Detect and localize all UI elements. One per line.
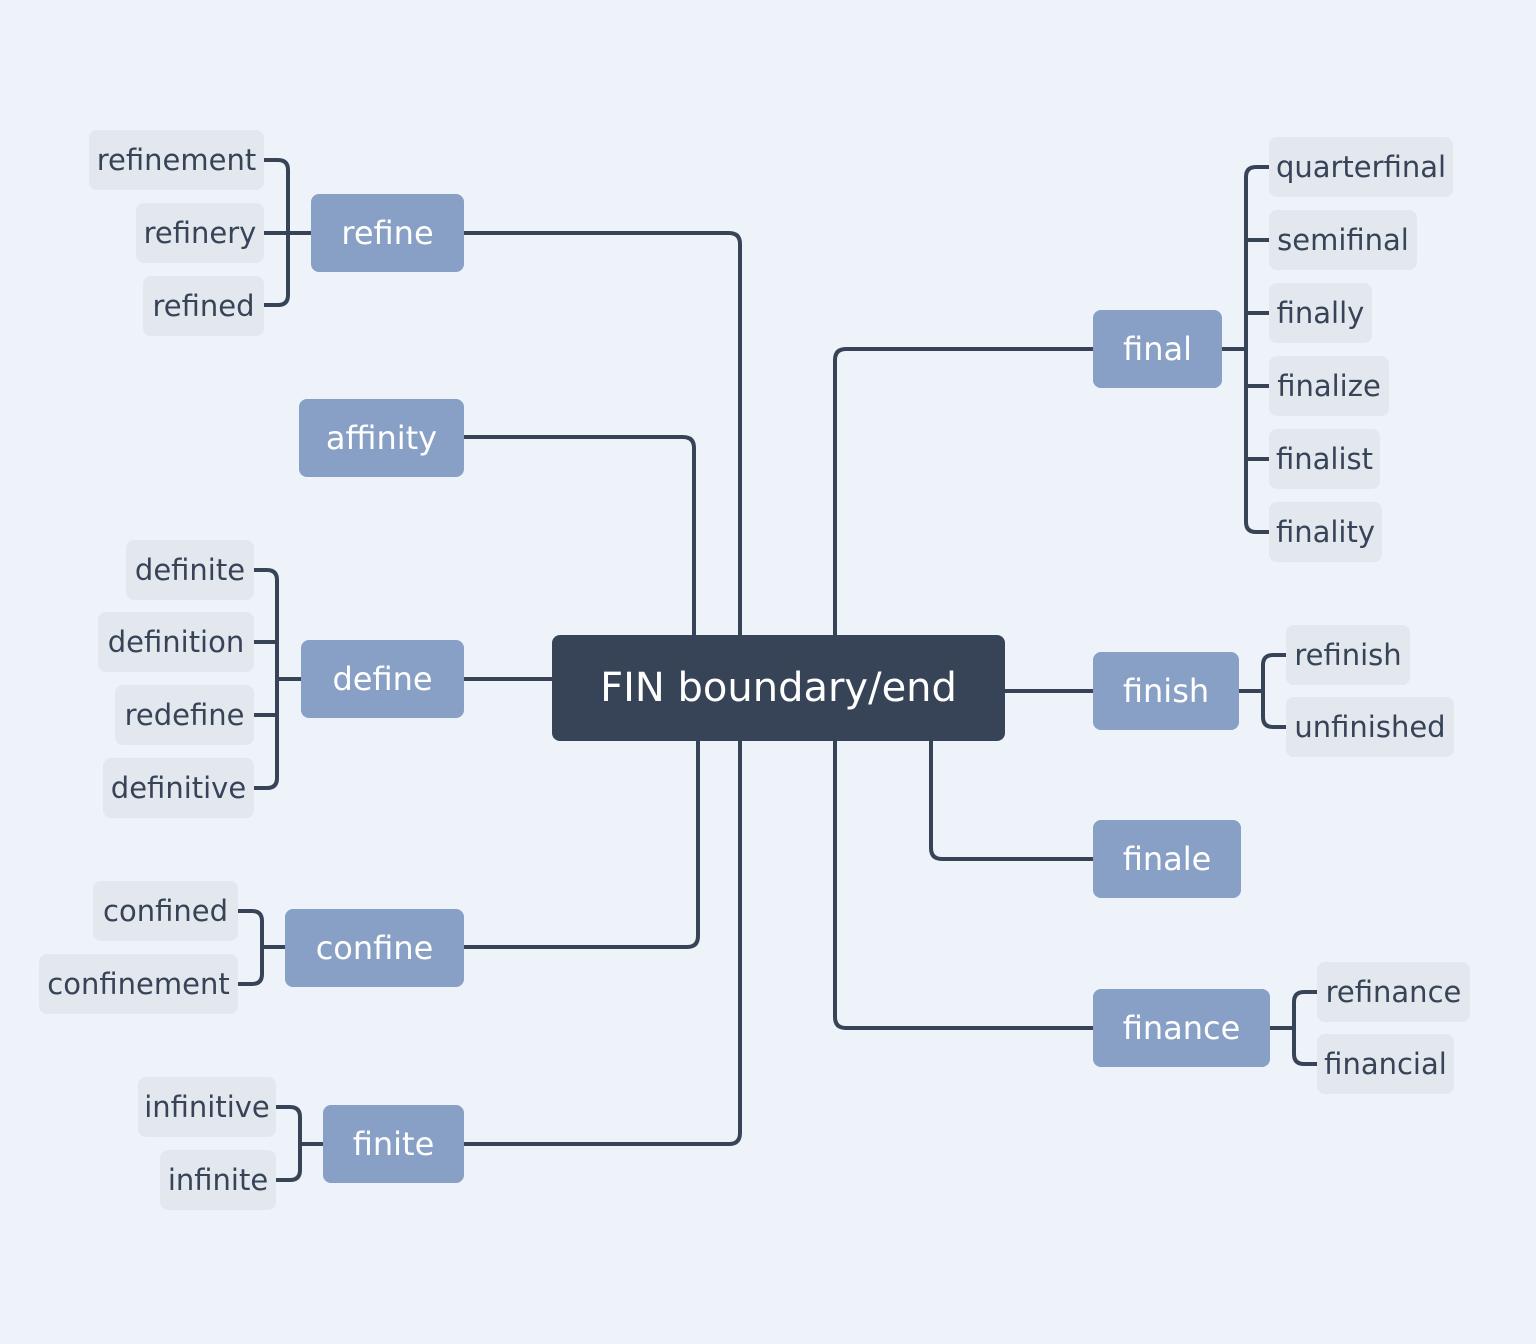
leaf-redefine[interactable]: redefine: [115, 685, 254, 745]
connector-final-leaves: [1220, 165, 1271, 534]
branch-confine[interactable]: confine: [285, 909, 464, 987]
leaf-finally[interactable]: finally: [1269, 283, 1372, 343]
leaf-refinery[interactable]: refinery: [136, 203, 264, 263]
branch-finite[interactable]: finite: [323, 1105, 464, 1183]
connector-confine-leaves: [236, 909, 287, 986]
leaf-definite[interactable]: definite: [126, 540, 254, 600]
leaf-finalize[interactable]: finalize: [1269, 356, 1389, 416]
connector-root-finance: [833, 739, 1095, 1030]
leaf-refinance[interactable]: refinance: [1317, 962, 1470, 1022]
leaf-refined[interactable]: refined: [143, 276, 264, 336]
connector-root-finale: [929, 739, 1095, 861]
leaf-quarterfinal[interactable]: quarterfinal: [1269, 137, 1453, 197]
leaf-confinement[interactable]: confinement: [39, 954, 238, 1014]
leaf-refinish[interactable]: refinish: [1286, 625, 1410, 685]
branch-refine[interactable]: refine: [311, 194, 464, 272]
branch-final[interactable]: final: [1093, 310, 1222, 388]
branch-define[interactable]: define: [301, 640, 464, 718]
connector-root-affinity: [462, 435, 696, 638]
leaf-definitive[interactable]: definitive: [103, 758, 254, 818]
leaf-infinite[interactable]: infinite: [160, 1150, 276, 1210]
leaf-financial[interactable]: financial: [1317, 1034, 1454, 1094]
central-topic[interactable]: FIN boundary/end: [552, 635, 1005, 741]
leaf-unfinished[interactable]: unfinished: [1286, 697, 1454, 757]
connector-define-leaves: [252, 568, 303, 790]
connector-finance-leaves: [1268, 990, 1319, 1066]
leaf-infinitive[interactable]: infinitive: [138, 1077, 276, 1137]
leaf-definition[interactable]: definition: [98, 612, 254, 672]
connector-finite-leaves: [274, 1105, 325, 1182]
branch-affinity[interactable]: affinity: [299, 399, 464, 477]
leaf-confined[interactable]: confined: [93, 881, 238, 941]
leaf-finalist[interactable]: finalist: [1269, 429, 1380, 489]
connector-finish-leaves: [1237, 653, 1288, 729]
connector-root-refine: [462, 231, 742, 638]
branch-finance[interactable]: finance: [1093, 989, 1270, 1067]
connector-root-finite: [462, 739, 742, 1146]
connector-root-final: [833, 347, 1095, 638]
leaf-semifinal[interactable]: semifinal: [1269, 210, 1417, 270]
leaf-refinement[interactable]: refinement: [89, 130, 264, 190]
connector-root-confine: [462, 739, 700, 949]
branch-finish[interactable]: finish: [1093, 652, 1239, 730]
leaf-finality[interactable]: finality: [1269, 502, 1382, 562]
connector-refine-leaves: [262, 158, 313, 307]
branch-finale[interactable]: finale: [1093, 820, 1241, 898]
